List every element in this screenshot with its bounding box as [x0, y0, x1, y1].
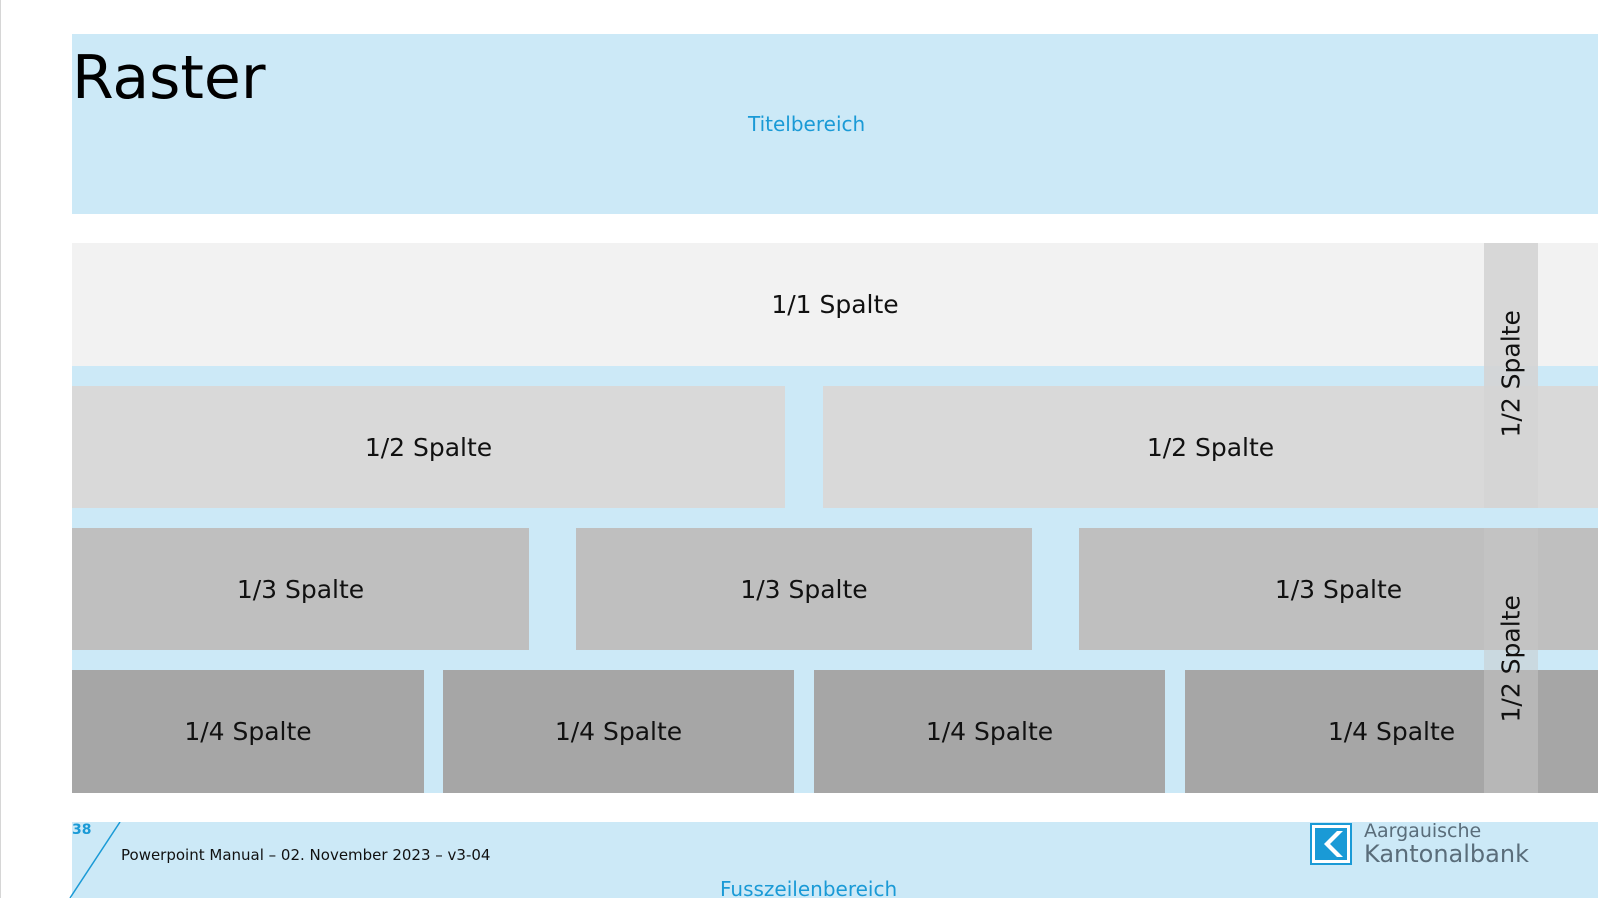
grid-cell-quarter: 1/4 Spalte	[72, 670, 424, 793]
footer-area-label: Fusszeilenbereich	[720, 877, 898, 901]
title-area	[72, 34, 1598, 214]
bank-logo-icon	[1310, 823, 1352, 865]
grid-cell-label: 1/3 Spalte	[740, 574, 868, 604]
logo-line-1: Aargauische	[1364, 820, 1482, 842]
grid-cell-vertical-label: 1/2 Spalte	[1496, 310, 1526, 438]
grid-cell-vertical-half	[1484, 528, 1538, 793]
grid-cell-full: 1/1 Spalte	[72, 243, 1598, 366]
bank-logo-text: Aargauische Kantonalbank	[1364, 820, 1529, 866]
grid-cell-label: 1/4 Spalte	[554, 717, 683, 746]
grid-cell-label: 1/4 Spalte	[925, 717, 1054, 746]
grid-cell-label: 1/2 Spalte	[364, 432, 493, 462]
grid-cell-third: 1/3 Spalte	[72, 528, 529, 650]
grid-cell-label: 1/3 Spalte	[236, 574, 365, 604]
grid-cell-half: 1/2 Spalte	[72, 386, 785, 508]
grid-cell-quarter: 1/4 Spalte	[814, 670, 1165, 793]
grid-cell-third: 1/3 Spalte	[1079, 528, 1598, 650]
grid-cell-label: 1/4 Spalte	[1327, 717, 1456, 746]
grid-cell-label: 1/3 Spalte	[1274, 574, 1403, 604]
grid-cell-label: 1/1 Spalte	[771, 290, 899, 319]
slide-left-border	[0, 0, 1, 898]
grid-cell-quarter: 1/4 Spalte	[443, 670, 794, 793]
slide-title: Raster	[72, 43, 266, 113]
grid-cell-quarter: 1/4 Spalte	[1185, 670, 1598, 793]
logo-line-2: Kantonalbank	[1364, 840, 1529, 868]
title-area-label: Titelbereich	[748, 112, 866, 136]
footer-diagonal-line	[69, 822, 121, 898]
footer-text: Powerpoint Manual – 02. November 2023 – …	[121, 846, 491, 864]
grid-cell-label: 1/4 Spalte	[184, 717, 312, 746]
page-number: 38	[72, 822, 92, 838]
grid-cell-half: 1/2 Spalte	[823, 386, 1598, 508]
grid-cell-label: 1/2 Spalte	[1146, 432, 1275, 462]
grid-cell-vertical-label: 1/2 Spalte	[1496, 595, 1526, 723]
grid-cell-vertical-half	[1484, 243, 1538, 508]
grid-cell-third: 1/3 Spalte	[576, 528, 1032, 650]
